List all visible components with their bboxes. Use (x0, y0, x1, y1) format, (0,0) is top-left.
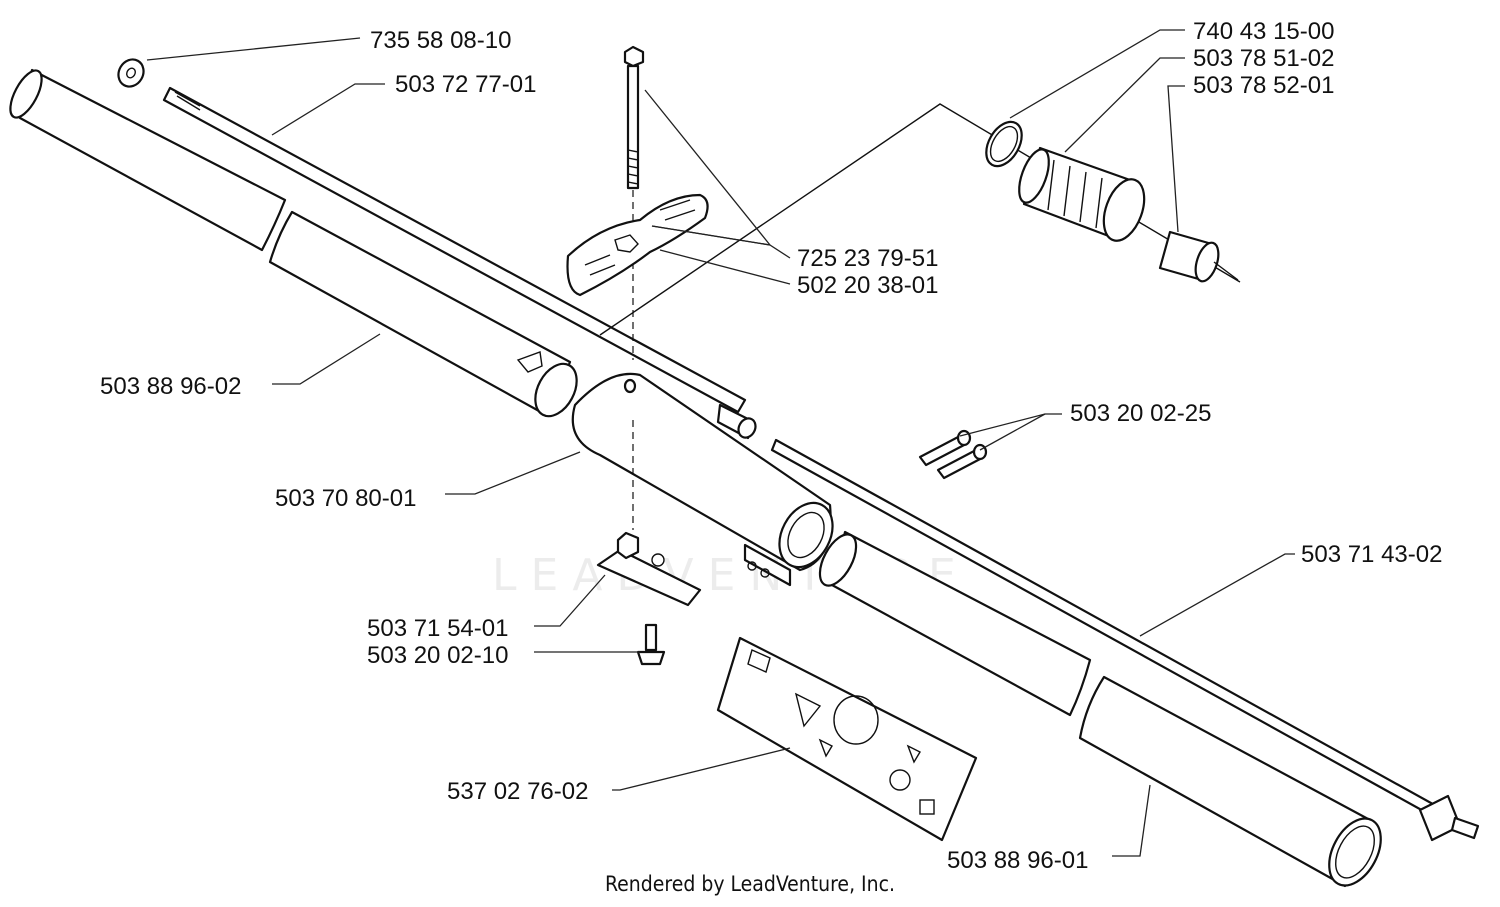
lower-tube-right-part (1078, 675, 1382, 888)
knob-part (566, 193, 709, 297)
bearing-part (1018, 146, 1146, 242)
label-503-20-02-10: 503 20 02-10 (367, 642, 508, 669)
shaft-end-fitting (1418, 794, 1480, 842)
upper-tube-left-part (9, 68, 287, 252)
label-502-20-38-01: 502 20 38-01 (797, 272, 938, 299)
part-labels: 735 58 08-10 503 72 77-01 740 43 15-00 5… (100, 18, 1442, 874)
label-503-71-54-01: 503 71 54-01 (367, 615, 508, 642)
label-503-71-43-02: 503 71 43-02 (1301, 541, 1442, 568)
label-503-78-51-02: 503 78 51-02 (1193, 45, 1334, 72)
screws-pair-part (918, 429, 988, 480)
footer-credit: Rendered by LeadVenture, Inc. (605, 872, 895, 896)
label-725-23-79-51: 725 23 79-51 (797, 245, 938, 272)
warning-decal-part (716, 636, 978, 842)
washer-part (117, 58, 145, 88)
upper-tube-right-part (268, 210, 578, 418)
screw-small-part (636, 623, 666, 666)
clamp-housing-part (571, 372, 834, 587)
o-ring-part (985, 120, 1023, 168)
bushing-part (1158, 230, 1239, 283)
label-537-02-76-02: 537 02 76-02 (447, 778, 588, 805)
label-503-78-52-01: 503 78 52-01 (1193, 72, 1334, 99)
label-503-88-96-02: 503 88 96-02 (100, 373, 241, 400)
clamp-plate-part (596, 531, 702, 607)
leader-lines (146, 29, 1295, 857)
label-503-88-96-01: 503 88 96-01 (947, 847, 1088, 874)
inner-tube-upper (599, 103, 1241, 336)
label-740-43-15-00: 740 43 15-00 (1193, 18, 1334, 45)
lower-tube-left-part (818, 530, 1092, 717)
bolt-part (623, 45, 645, 530)
label-503-72-77-01: 503 72 77-01 (395, 71, 536, 98)
label-503-20-02-25: 503 20 02-25 (1070, 400, 1211, 427)
label-735-58-08-10: 735 58 08-10 (370, 27, 511, 54)
label-503-70-80-01: 503 70 80-01 (275, 485, 416, 512)
drive-shaft-part (162, 86, 747, 414)
